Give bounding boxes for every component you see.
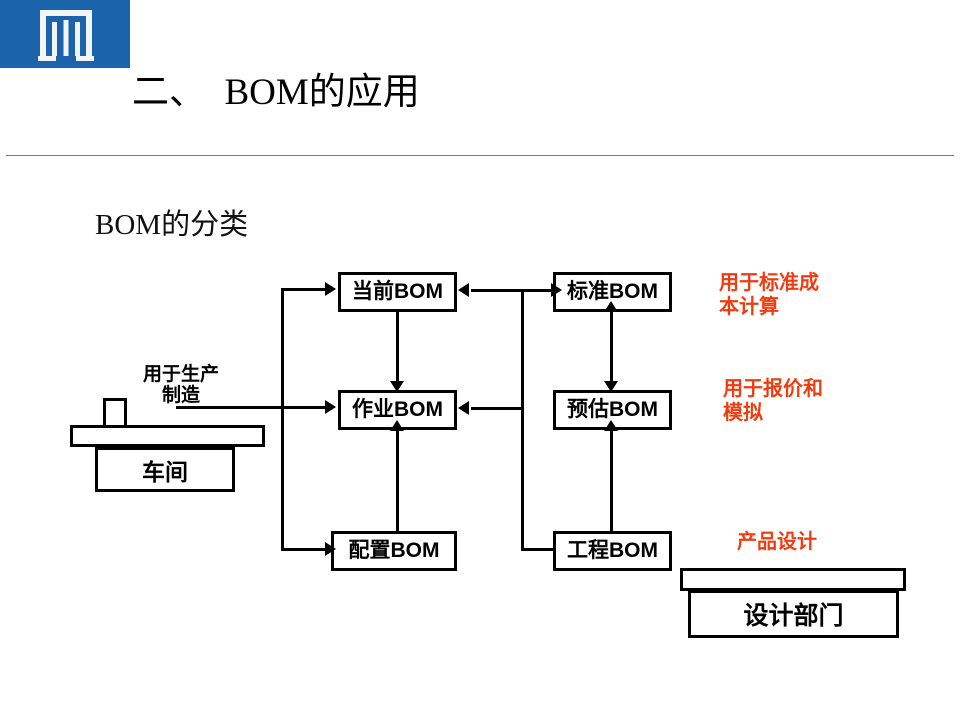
arrow-configure-to-operation: [390, 420, 404, 431]
arrow-estimate-to-standard: [604, 301, 618, 312]
design-department-roof-bar: [680, 568, 906, 591]
right-spine-to-standard-line: [521, 289, 553, 292]
page-title: 二、 BOM的应用: [132, 72, 420, 113]
node-current-bom-label: 当前BOM: [352, 280, 443, 304]
standard-estimate-line: [610, 309, 613, 385]
title-divider: [6, 155, 954, 156]
spine-to-operation-line: [281, 406, 325, 409]
arrow-current-to-operation: [390, 381, 404, 392]
right-spine-vertical: [521, 289, 524, 550]
arrow-into-operation-bom: [325, 400, 336, 414]
right-spine-to-operation-line: [471, 407, 523, 410]
arrow-into-current-bom: [325, 282, 336, 296]
engineering-to-right-spine-line: [521, 548, 565, 551]
node-estimate-bom-label: 预估BOM: [567, 398, 658, 422]
arrow-standard-to-estimate: [604, 381, 618, 392]
workshop-label: 车间: [142, 458, 188, 485]
node-standard-bom-label: 标准BOM: [567, 280, 658, 304]
engineering-to-estimate-line: [610, 424, 613, 531]
arrow-engineering-to-estimate: [604, 420, 618, 431]
arrow-into-standard-bom: [551, 283, 562, 297]
node-operation-bom-label: 作业BOM: [352, 398, 443, 422]
configure-to-operation-line: [396, 424, 399, 531]
annotation-standard-cost-calc: 用于标准成 本计算: [719, 272, 819, 318]
current-to-operation-line: [396, 311, 399, 383]
left-spine-vertical: [281, 288, 284, 550]
right-spine-to-current-line: [471, 289, 523, 292]
node-configure-bom-label: 配置BOM: [348, 539, 440, 563]
spine-to-configure-line: [281, 548, 325, 551]
annotation-quote-and-simulate: 用于报价和 模拟: [723, 378, 823, 424]
workshop-chimney-shape: [103, 398, 127, 428]
workshop-to-spine-line: [176, 406, 284, 409]
gate-temple-logo-icon: [38, 10, 94, 61]
arrow-into-configure-bom: [325, 542, 336, 556]
workshop-body[interactable]: 车间: [95, 447, 235, 492]
brand-logo-block: [0, 0, 130, 68]
workshop-roof-bar: [70, 425, 265, 447]
arrow-right-spine-to-operation-bom: [458, 401, 469, 415]
node-current-bom[interactable]: 当前BOM: [338, 272, 457, 312]
node-engineering-bom-label: 工程BOM: [567, 539, 658, 563]
arrow-right-spine-to-current-bom: [458, 283, 469, 297]
section-subtitle: BOM的分类: [95, 209, 249, 241]
design-department-label: 设计部门: [743, 602, 844, 630]
design-department-body[interactable]: 设计部门: [688, 590, 899, 638]
label-production-manufacture: 用于生产 制造: [142, 364, 219, 407]
node-configure-bom[interactable]: 配置BOM: [331, 531, 457, 571]
node-engineering-bom[interactable]: 工程BOM: [553, 531, 672, 571]
spine-to-current-line: [281, 288, 325, 291]
annotation-product-design: 产品设计: [737, 531, 817, 553]
